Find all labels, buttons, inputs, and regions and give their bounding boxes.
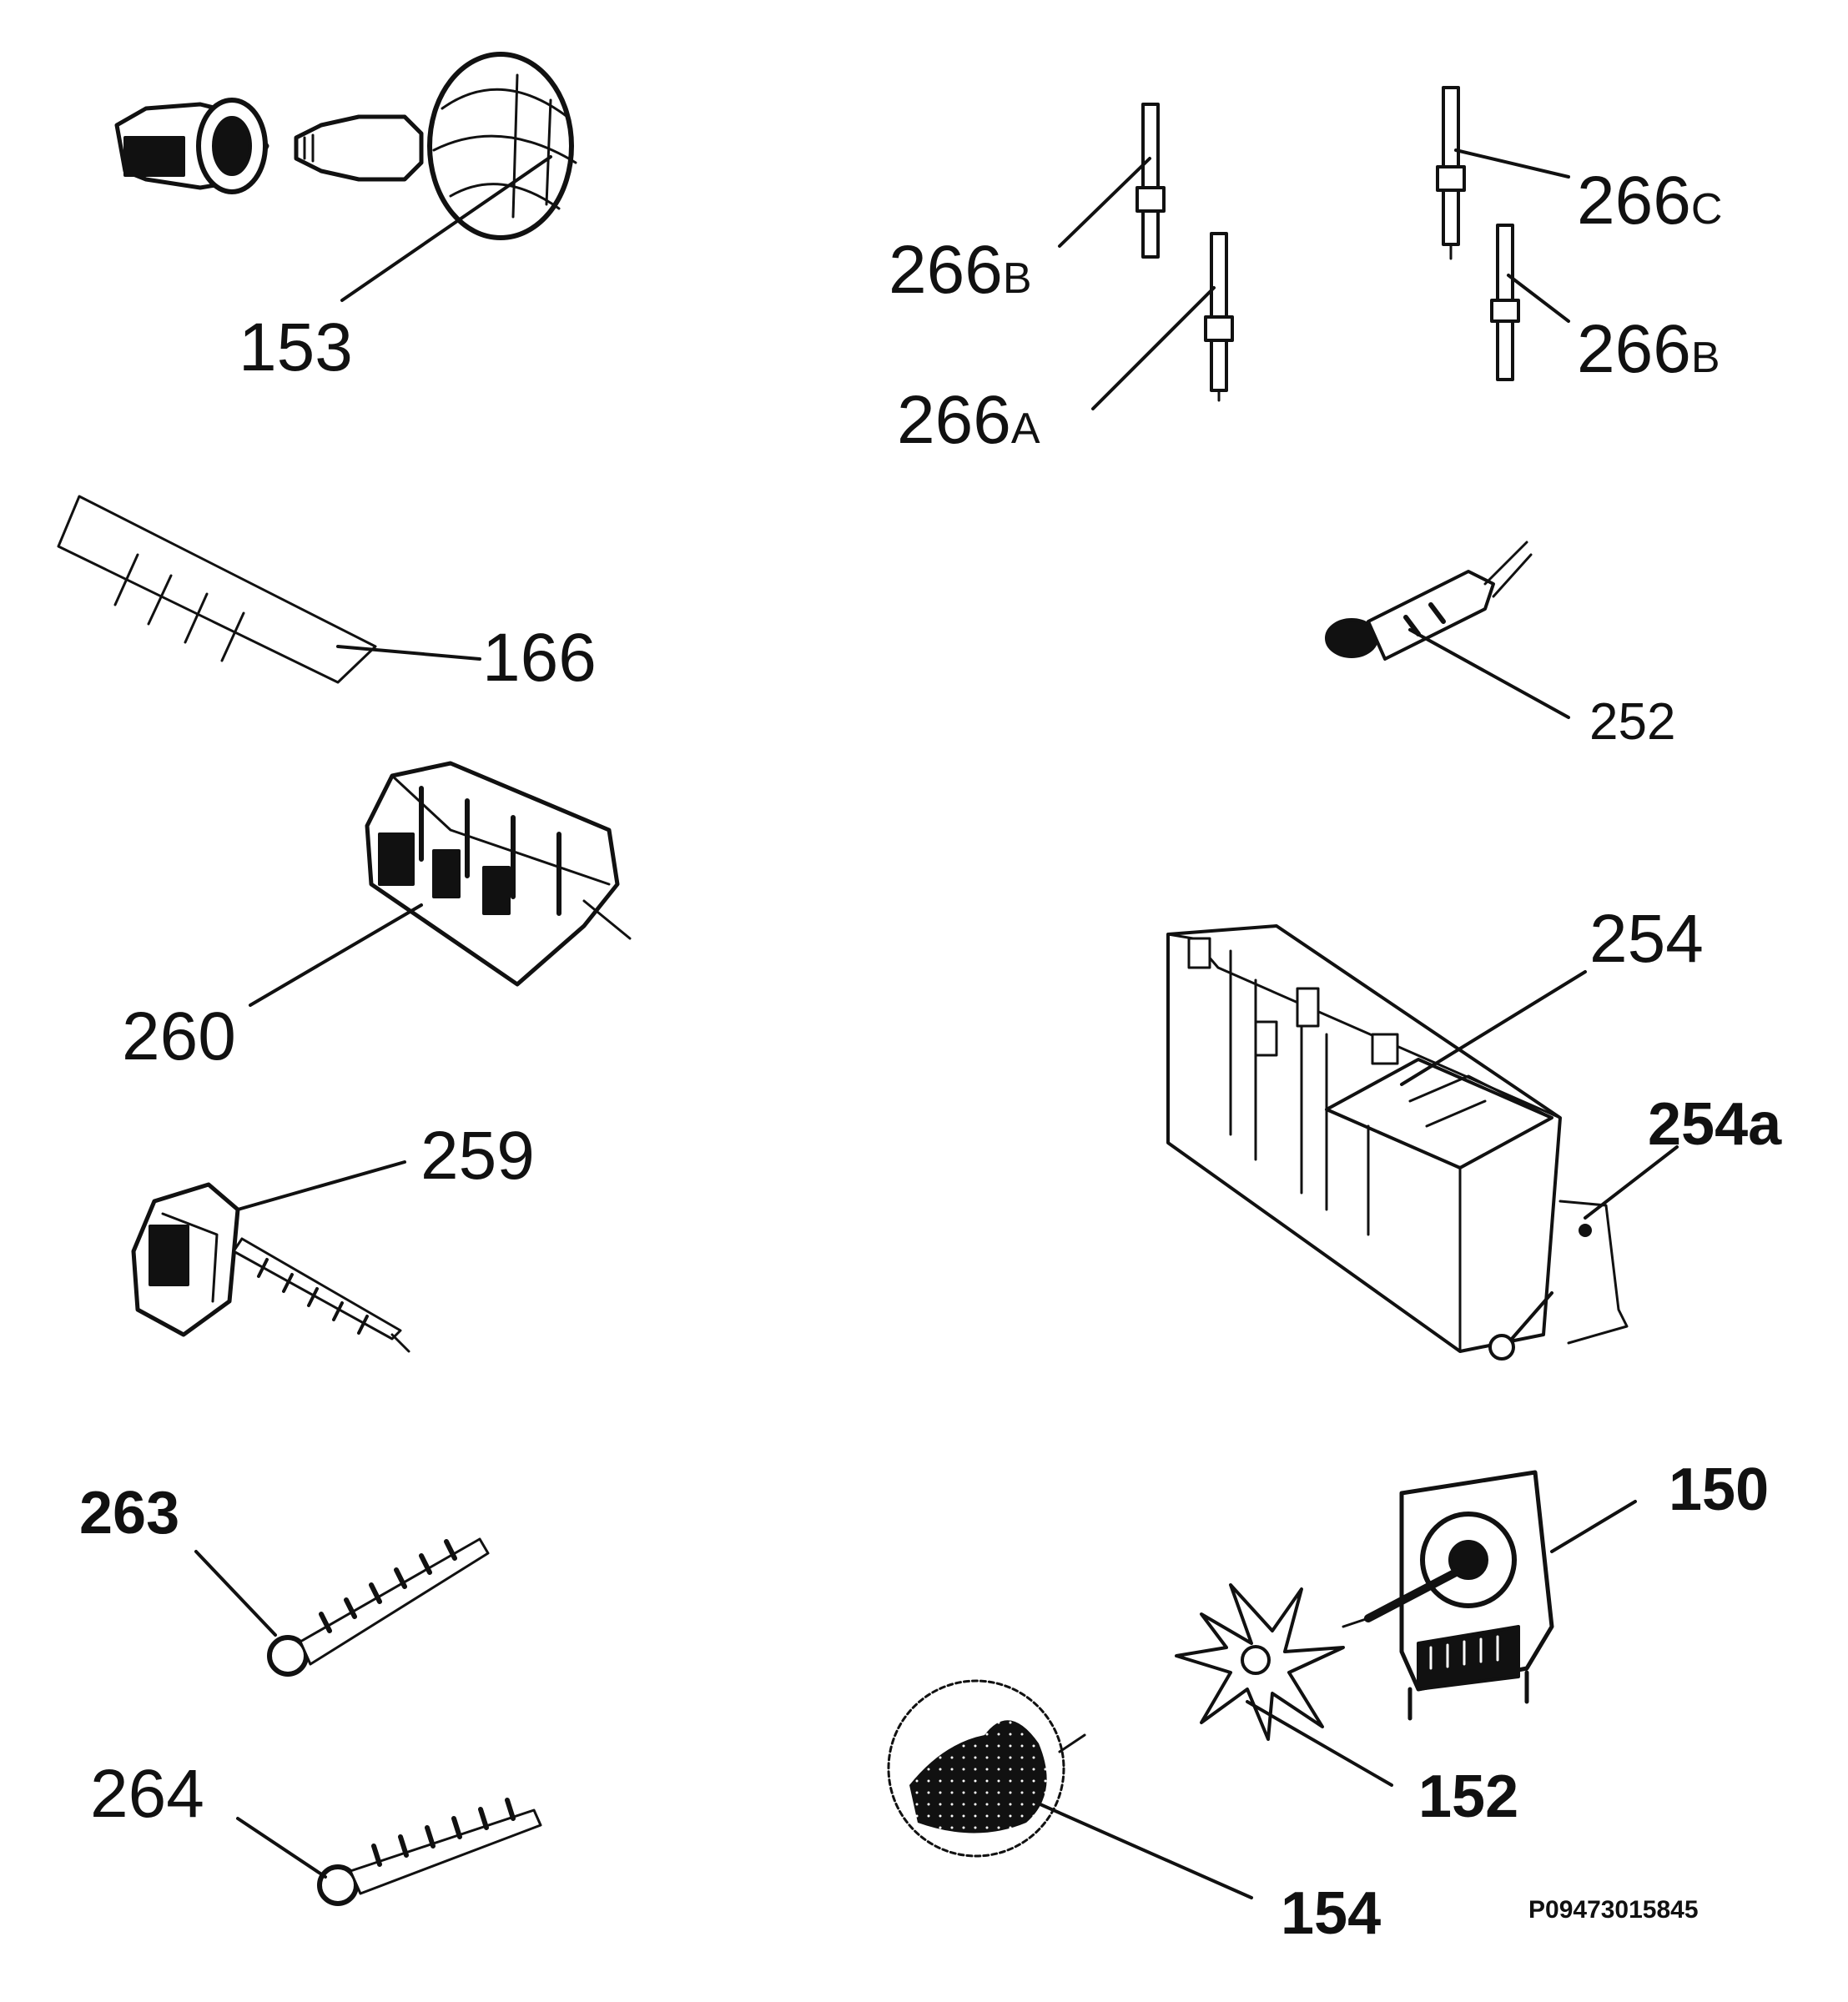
- label-260: 260: [122, 998, 236, 1074]
- leader-266A: [1091, 286, 1216, 410]
- part-266A-electrode: [1204, 232, 1234, 402]
- leader-266B-left: [1058, 157, 1151, 248]
- leader-264: [236, 1817, 327, 1879]
- part-153-lamp-assembly: [114, 52, 577, 240]
- part-263-connector: [267, 1537, 490, 1677]
- label-166: 166: [482, 620, 597, 696]
- label-266C: 266C: [1577, 163, 1723, 239]
- part-266C-electrode: [1436, 86, 1466, 260]
- part-252-socket: [1325, 541, 1533, 661]
- label-266B-right: 266B: [1577, 311, 1720, 387]
- leader-shaft-link: [1342, 1617, 1370, 1628]
- part-254-ignition-generator: [1166, 924, 1629, 1361]
- label-266A: 266A: [897, 382, 1040, 458]
- leader-260: [249, 903, 423, 1007]
- part-264-connector: [317, 1798, 542, 1906]
- leader-252: [1408, 628, 1570, 719]
- leader-154: [1033, 1800, 1253, 1899]
- leader-166: [336, 645, 481, 661]
- leader-266C: [1454, 148, 1570, 179]
- part-260-selector-switch: [365, 761, 632, 987]
- leader-152: [1246, 1700, 1393, 1787]
- label-263: 263: [79, 1480, 180, 1547]
- leader-153: [340, 155, 552, 302]
- drawing-code: P09473015845: [1528, 1896, 1699, 1924]
- part-259-thermostat: [131, 1182, 410, 1353]
- leader-266B-right: [1507, 274, 1570, 323]
- part-266B-right-electrode: [1490, 224, 1520, 381]
- label-150: 150: [1669, 1456, 1770, 1523]
- part-154-mesh-filter: [887, 1679, 1086, 1858]
- label-254: 254: [1589, 901, 1704, 977]
- label-154: 154: [1281, 1880, 1382, 1947]
- leader-263: [194, 1550, 277, 1637]
- part-266B-left-electrode: [1135, 103, 1166, 259]
- part-166-label-strip: [57, 495, 377, 684]
- label-266B-left: 266B: [889, 232, 1032, 308]
- leader-254a: [1584, 1145, 1679, 1220]
- label-259: 259: [420, 1118, 535, 1194]
- label-153: 153: [239, 309, 353, 385]
- leader-150: [1550, 1500, 1637, 1553]
- part-152-fan-blade: [1175, 1583, 1345, 1741]
- label-254a: 254a: [1648, 1091, 1782, 1158]
- leader-254: [1400, 970, 1587, 1086]
- part-150-fan-motor: [1364, 1470, 1554, 1721]
- label-264: 264: [90, 1756, 204, 1832]
- leader-259: [236, 1160, 406, 1211]
- label-152: 152: [1418, 1763, 1519, 1830]
- label-252: 252: [1589, 693, 1676, 751]
